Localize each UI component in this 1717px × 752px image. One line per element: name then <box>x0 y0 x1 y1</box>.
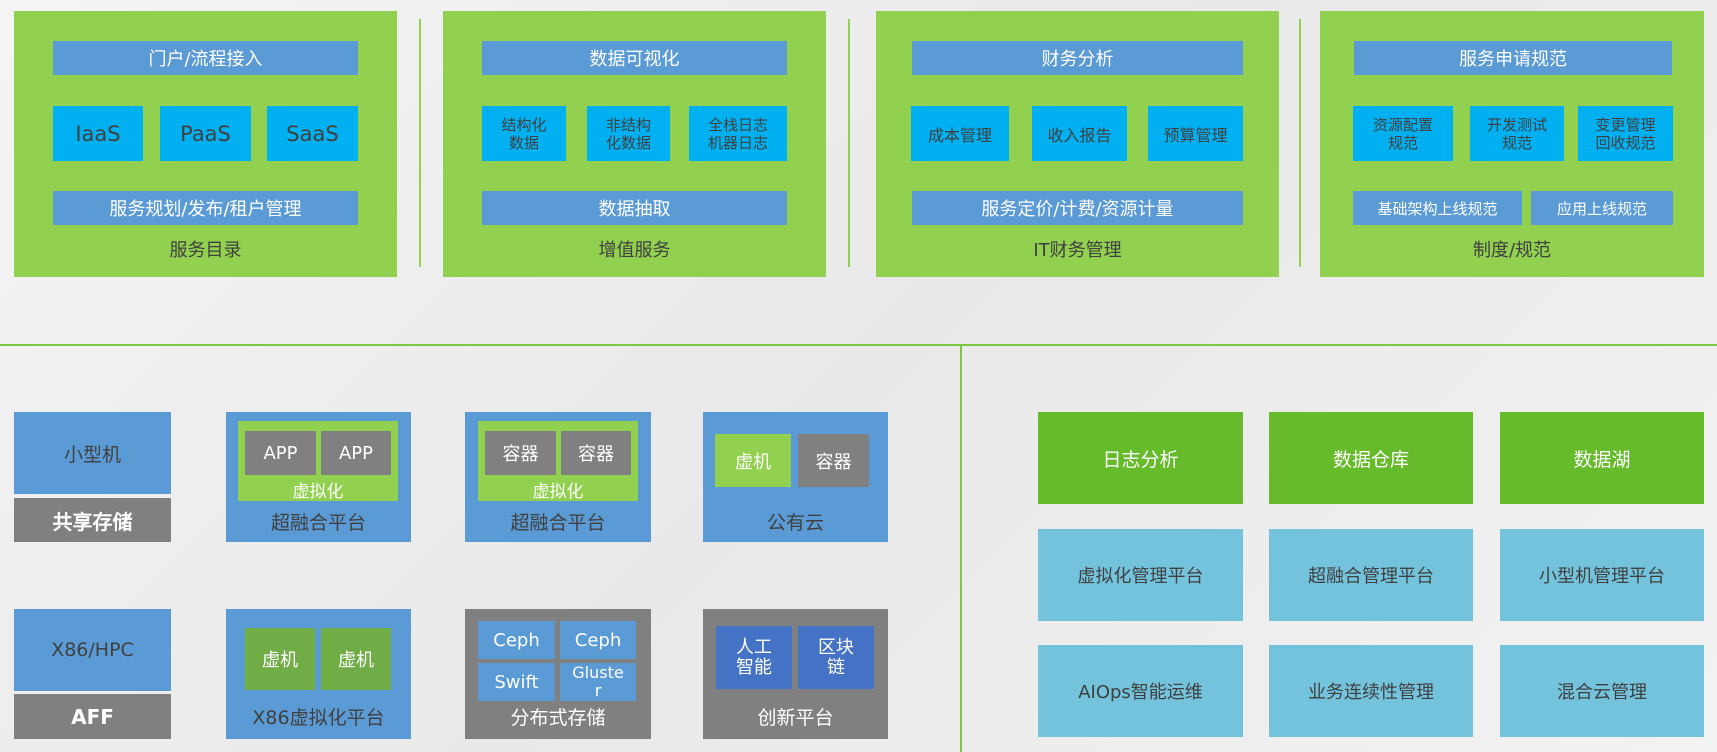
bar-portal-access: 门户/流程接入 <box>53 41 358 75</box>
storage-ceph-2: Ceph <box>560 621 636 659</box>
box-dev-test-standard: 开发测试 规范 <box>1470 106 1564 161</box>
storage-swift: Swift <box>478 663 555 701</box>
hci-1-virt-label: 虚拟化 <box>292 481 344 502</box>
innovation-platform-caption: 创新平台 <box>757 706 834 729</box>
bar-data-extraction: 数据抽取 <box>482 191 787 225</box>
distributed-storage-caption: 分布式存储 <box>510 706 606 729</box>
caption-service-catalog: 服务目录 <box>169 240 242 261</box>
tile-minicomputer-mgmt: 小型机管理平台 <box>1500 529 1704 621</box>
caption-it-finance: IT财务管理 <box>1033 240 1122 261</box>
box-unstructured-data: 非结构 化数据 <box>587 106 670 161</box>
box-paas: PaaS <box>160 106 251 161</box>
storage-ceph-1: Ceph <box>478 621 555 659</box>
bar-infra-launch-standard: 基础架构上线规范 <box>1353 191 1522 225</box>
separator <box>848 19 850 267</box>
hci-1-app-2: APP <box>321 431 391 475</box>
tile-business-continuity: 业务连续性管理 <box>1269 645 1473 737</box>
x86-virt-vm-1: 虚机 <box>245 628 315 690</box>
box-fullstack-logs: 全栈日志 机器日志 <box>689 106 787 161</box>
public-cloud-caption: 公有云 <box>766 511 824 534</box>
box-structured-data: 结构化 数据 <box>482 106 566 161</box>
box-aff: AFF <box>14 694 171 739</box>
tile-hybrid-cloud-mgmt: 混合云管理 <box>1500 645 1704 737</box>
hci-2-caption: 超融合平台 <box>510 511 606 534</box>
box-budget-management: 预算管理 <box>1148 106 1243 161</box>
hci-1-app-1: APP <box>245 431 316 475</box>
tile-log-analysis: 日志分析 <box>1038 412 1243 504</box>
box-saas: SaaS <box>267 106 358 161</box>
separator <box>419 19 421 267</box>
box-x86-hpc: X86/HPC <box>14 609 171 691</box>
innovation-ai: 人工 智能 <box>716 626 792 689</box>
box-shared-storage: 共享存储 <box>14 498 171 542</box>
x86-virt-caption: X86虚拟化平台 <box>252 706 385 729</box>
tile-hci-mgmt: 超融合管理平台 <box>1269 529 1473 621</box>
separator <box>1299 19 1301 267</box>
tile-virtualization-mgmt: 虚拟化管理平台 <box>1038 529 1243 621</box>
box-cost-management: 成本管理 <box>911 106 1009 161</box>
bar-service-request-standard: 服务申请规范 <box>1354 41 1672 75</box>
box-change-recycle-standard: 变更管理 回收规范 <box>1578 106 1673 161</box>
storage-gluster: Gluster <box>560 663 636 701</box>
innovation-blockchain: 区块 链 <box>798 626 874 689</box>
bar-financial-analysis: 财务分析 <box>912 41 1243 75</box>
vertical-divider <box>960 346 962 752</box>
tile-aiops: AIOps智能运维 <box>1038 645 1243 737</box>
tile-data-warehouse: 数据仓库 <box>1269 412 1473 504</box>
box-iaas: IaaS <box>53 106 143 161</box>
x86-virt-vm-2: 虚机 <box>321 628 391 690</box>
box-minicomputer: 小型机 <box>14 412 171 494</box>
horizontal-divider <box>0 344 1717 346</box>
caption-policy-standards: 制度/规范 <box>1472 240 1552 261</box>
public-cloud-vm: 虚机 <box>715 434 791 487</box>
caption-value-added: 增值服务 <box>598 240 671 261</box>
tile-data-lake: 数据湖 <box>1500 412 1704 504</box>
hci-2-container-1: 容器 <box>485 431 556 475</box>
hci-2-virt-label: 虚拟化 <box>532 481 584 502</box>
hci-1-caption: 超融合平台 <box>270 511 366 534</box>
bar-app-launch-standard: 应用上线规范 <box>1531 191 1673 225</box>
bar-data-visualization: 数据可视化 <box>482 41 787 75</box>
public-cloud-container: 容器 <box>798 434 869 487</box>
hci-2-container-2: 容器 <box>561 431 631 475</box>
box-revenue-report: 收入报告 <box>1032 106 1127 161</box>
bar-service-pricing: 服务定价/计费/资源计量 <box>912 191 1243 225</box>
bar-service-planning: 服务规划/发布/租户管理 <box>53 191 358 225</box>
box-resource-config-standard: 资源配置 规范 <box>1353 106 1453 161</box>
